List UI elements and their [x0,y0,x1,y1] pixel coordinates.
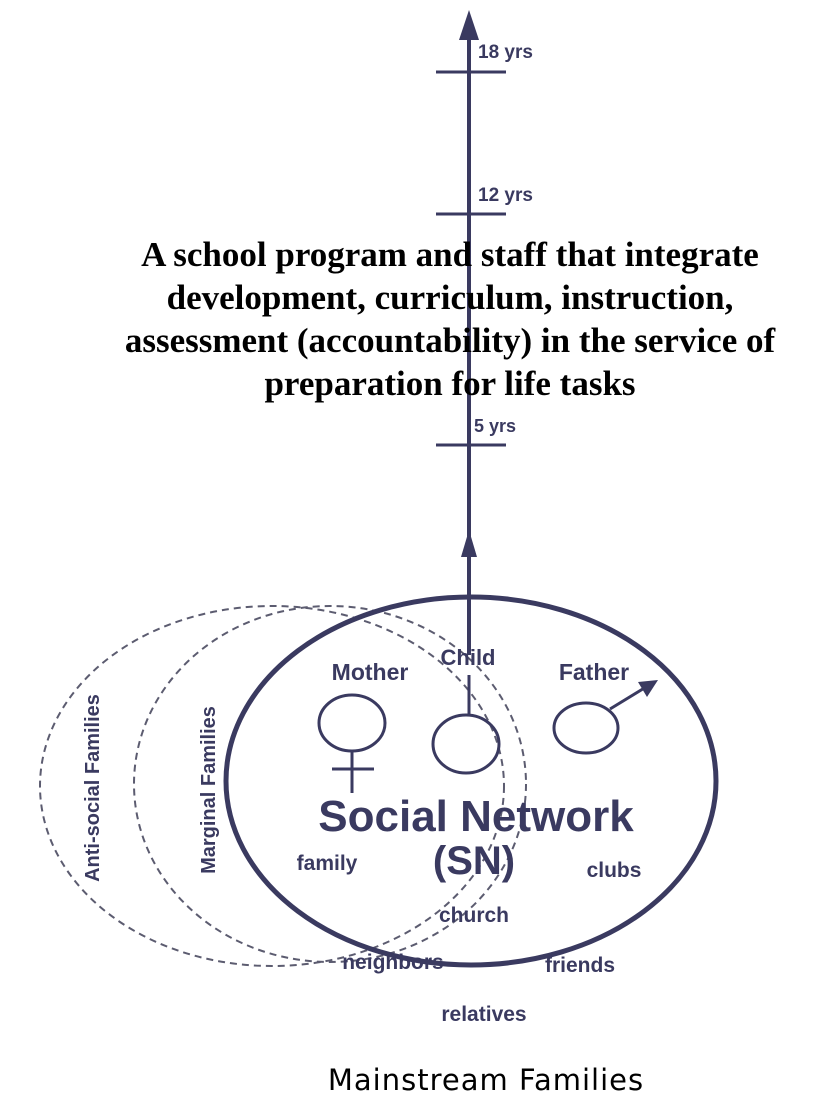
heading-line-2: development, curriculum, instruction, [166,278,734,317]
network-member-church: church [439,904,509,927]
father-symbol-icon [552,701,620,755]
social-network-title: Social Network [318,792,634,841]
child-label: Child [441,645,496,670]
tick-label-5-yrs: 5 yrs [474,416,516,436]
program-heading: A school program and staff that integrat… [100,233,800,405]
father-label: Father [559,659,629,685]
network-member-neighbors: neighbors [342,951,444,974]
social-network-abbr: (SN) [433,839,515,883]
mother-label: Mother [332,659,409,685]
mother-symbol-icon [317,693,387,753]
tick-label-18-yrs: 18 yrs [478,42,533,63]
heading-line-1: A school program and staff that integrat… [141,235,759,274]
child-symbol-icon [431,713,501,775]
heading-line-3: assessment (accountability) in the servi… [124,321,776,360]
mainstream-families-circle [223,594,719,968]
network-member-family: family [297,852,358,875]
heading-line-4: preparation for life tasks [264,364,636,403]
timeline-mid-arrowhead [461,530,477,557]
antisocial-families-circle [39,605,505,967]
network-member-clubs: clubs [587,859,642,882]
network-member-relatives: relatives [441,1003,526,1026]
mainstream-families-caption: Mainstream Families [327,1063,645,1097]
father-symbol-arrowhead [638,680,658,697]
network-member-friends: friends [545,954,615,977]
marginal-families-circle [133,605,527,963]
tick-label-12-yrs: 12 yrs [478,185,533,206]
marginal-families-label: Marginal Families [198,706,220,874]
antisocial-families-label: Anti-social Families [82,694,104,882]
father-symbol-arrow-shaft [609,685,647,711]
timeline-top-arrowhead [459,10,479,40]
